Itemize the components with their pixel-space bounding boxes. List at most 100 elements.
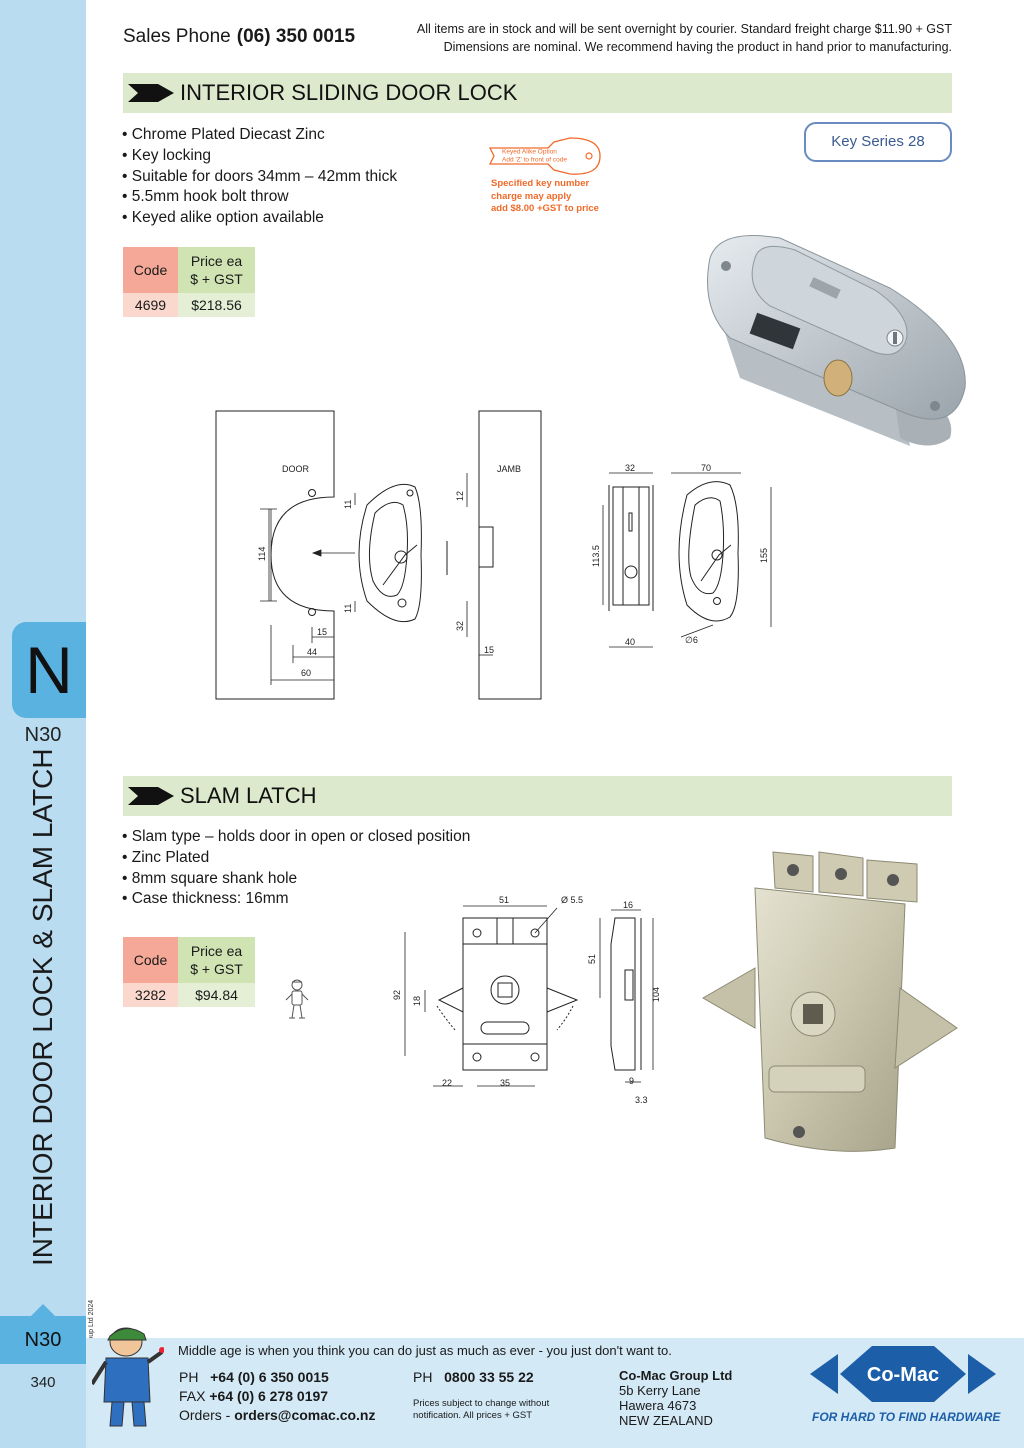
keyed-alike-note: Specified key number charge may apply ad… <box>491 178 599 216</box>
feature-list-slam-latch: Slam type – holds door in open or closed… <box>122 827 471 910</box>
code-header: Code <box>123 937 178 983</box>
price-table-slam-latch: Code Price ea $ + GST 3282 $94.84 <box>123 937 255 1007</box>
list-item: Case thickness: 16mm <box>122 889 470 910</box>
freephone-number[interactable]: 0800 33 55 22 <box>444 1369 534 1385</box>
dim-15: 15 <box>317 627 327 637</box>
section-letter: N <box>25 633 73 707</box>
arrow-icon <box>128 787 174 805</box>
price-header-line-2: $ + GST <box>190 271 243 287</box>
dim-15-jamb: 15 <box>484 645 494 655</box>
notice-line-1: All items are in stock and will be sent … <box>416 22 952 36</box>
list-item: 5.5mm hook bolt throw <box>122 187 397 208</box>
dim-60: 60 <box>301 668 311 678</box>
address-line: NEW ZEALAND <box>619 1413 713 1428</box>
notice-line-2: Dimensions are nominal. We recommend hav… <box>443 40 952 54</box>
dim-32-side: 32 <box>625 463 635 473</box>
footer-orders: Orders - orders@comac.co.nz <box>179 1406 376 1425</box>
footer-fax: FAX +64 (0) 6 278 0197 <box>179 1387 328 1406</box>
address-line: Hawera 4673 <box>619 1398 697 1413</box>
keyed-key-line-1: Keyed Alike Option <box>502 149 557 156</box>
code-header: Code <box>123 247 178 293</box>
code-box-arrow <box>31 1304 55 1316</box>
list-item: Zinc Plated <box>122 848 470 869</box>
address-line: 5b Kerry Lane <box>619 1383 701 1398</box>
price-table-sliding-lock: Code Price ea $ + GST 4699 $218.56 <box>123 247 255 317</box>
freephone-label: PH <box>413 1369 433 1385</box>
dim-11-bottom: 11 <box>343 604 353 613</box>
list-item: Suitable for doors 34mm – 42mm thick <box>122 167 397 188</box>
dim-9: 9 <box>629 1076 634 1086</box>
logo-text: Co-Mac <box>867 1364 939 1386</box>
fax-label: FAX <box>179 1388 206 1404</box>
slam-latch-drawing: 51 Ø 5.5 92 18 22 35 16 51 104 9 3.3 <box>392 895 661 1105</box>
sidebar <box>0 0 86 1448</box>
footer-quote: Middle age is when you think you can do … <box>178 1343 672 1358</box>
dim-155: 155 <box>759 548 769 563</box>
keyed-note-line: add $8.00 +GST to price <box>491 203 599 214</box>
phone-number[interactable]: +64 (0) 6 350 0015 <box>210 1369 329 1385</box>
dim-51-side: 51 <box>587 954 597 964</box>
product-code: 3282 <box>123 983 178 1007</box>
list-item: 8mm square shank hole <box>122 869 470 890</box>
dim-3-3: 3.3 <box>635 1095 648 1105</box>
price-header-line-1: Price ea <box>190 943 243 959</box>
product-code: 4699 <box>123 293 178 317</box>
section-code-top: N30 <box>24 724 62 746</box>
comac-logo: Co-Mac <box>810 1346 996 1402</box>
product-price: $94.84 <box>178 983 255 1007</box>
section-bar-sliding-lock <box>123 73 952 113</box>
dim-11-top: 11 <box>343 500 353 509</box>
dim-16: 16 <box>623 900 633 910</box>
orders-email-link[interactable]: orders@comac.co.nz <box>234 1407 376 1423</box>
door-label: DOOR <box>282 464 310 474</box>
section-title-slam-latch: SLAM LATCH <box>180 783 317 808</box>
arrow-icon <box>128 84 174 102</box>
company-name: Co-Mac Group Ltd <box>619 1368 733 1383</box>
list-item: Key locking <box>122 146 397 167</box>
dim-18: 18 <box>412 996 422 1006</box>
dim-70: 70 <box>701 463 711 473</box>
list-item: Keyed alike option available <box>122 208 397 229</box>
keyed-note-line: charge may apply <box>491 190 572 202</box>
price-header-line-1: Price ea <box>190 253 243 269</box>
footer-freephone: PH 0800 33 55 22 <box>413 1368 534 1387</box>
orders-label: Orders - <box>179 1407 231 1423</box>
dim-22: 22 <box>442 1078 452 1088</box>
price-header: Price ea $ + GST <box>178 247 255 293</box>
table-row: 4699 $218.56 <box>123 293 255 317</box>
section-title-sliding-lock: INTERIOR SLIDING DOOR LOCK <box>180 80 518 105</box>
fax-number[interactable]: +64 (0) 6 278 0197 <box>209 1388 329 1404</box>
dim-6: ∅6 <box>685 635 698 645</box>
key-icon: Keyed Alike Option Add 'Z' to front of c… <box>488 137 601 175</box>
product-price: $218.56 <box>178 293 255 317</box>
disclaimer-line-2: notification. All prices + GST <box>413 1410 533 1421</box>
phone-label: PH <box>179 1369 199 1385</box>
dim-104: 104 <box>651 987 661 1002</box>
keyed-note-line: Specified key number <box>491 178 590 189</box>
section-code-bottom: N30 <box>0 1316 86 1364</box>
list-item: Chrome Plated Diecast Zinc <box>122 125 397 146</box>
sales-phone-number[interactable]: (06) 350 0015 <box>236 26 356 47</box>
dim-35: 35 <box>500 1078 510 1088</box>
dim-114: 114 <box>257 547 267 561</box>
sliding-lock-drawing: DOOR JAMB 114 11 11 15 44 60 12 32 15 32… <box>215 410 772 700</box>
disclaimer-line-1: Prices subject to change without <box>413 1398 550 1409</box>
section-tab <box>12 622 86 718</box>
sliding-lock-photo <box>707 235 966 446</box>
price-header: Price ea $ + GST <box>178 937 255 983</box>
feature-list-sliding-lock: Chrome Plated Diecast Zinc Key locking S… <box>122 125 397 229</box>
dim-92: 92 <box>392 990 402 1000</box>
dim-12: 12 <box>455 491 465 501</box>
sales-phone-label: Sales Phone <box>123 26 231 47</box>
stock-notice: All items are in stock and will be sent … <box>417 20 952 56</box>
sales-phone: Sales Phone(06) 350 0015 <box>123 26 355 48</box>
page-number: 340 <box>30 1374 56 1391</box>
jamb-label: JAMB <box>497 464 521 474</box>
dim-51: 51 <box>499 895 509 905</box>
dim-32-jamb: 32 <box>455 621 465 631</box>
keyed-key-line-2: Add 'Z' to front of code <box>502 157 567 164</box>
dim-40: 40 <box>625 637 635 647</box>
price-header-line-2: $ + GST <box>190 961 243 977</box>
company-tagline: FOR HARD TO FIND HARDWARE <box>812 1410 1001 1424</box>
dim-113-5: 113.5 <box>591 545 601 567</box>
